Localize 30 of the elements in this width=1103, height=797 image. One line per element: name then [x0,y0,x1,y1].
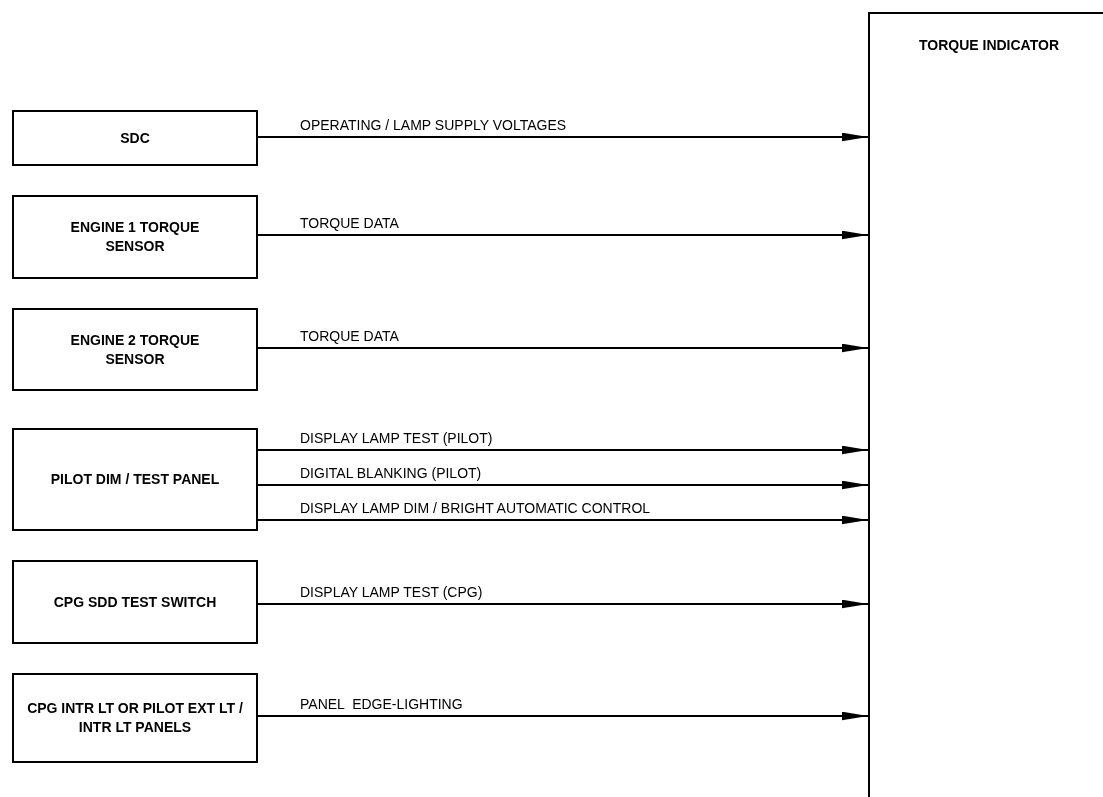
box-label: SDC [120,128,150,148]
arrow [257,480,869,490]
source-box [12,308,258,391]
edge-label: DISPLAY LAMP TEST (CPG) [300,584,483,600]
edge-label: OPERATING / LAMP SUPPLY VOLTAGES [300,117,567,133]
arrow [257,132,869,142]
arrow [257,445,869,455]
box-label: ENGINE 2 TORQUE SENSOR [69,330,201,369]
indicator-box [868,12,1103,797]
edge-label: PANEL EDGE-LIGHTING [300,696,463,712]
arrow [257,711,869,721]
box-label: ENGINE 1 TORQUE SENSOR [69,218,201,256]
box-label: CPG SDD TEST SWITCH [53,592,217,612]
arrow [257,343,869,353]
source-box [12,195,258,279]
source-box [12,673,258,763]
edge-label: TORQUE DATA [300,328,399,344]
edge-label: DIGITAL BLANKING (PILOT) [300,465,482,481]
edge-label: TORQUE DATA [300,215,399,231]
box-label: CPG INTR LT OR PILOT EXT LT / INTR LT PANELS [26,699,244,737]
box-label: PILOT DIM / TEST PANEL [50,470,220,489]
arrow [257,230,869,240]
source-box [12,560,258,644]
arrow [257,599,869,609]
source-box [12,428,258,531]
source-box [12,110,258,166]
edge-label: DISPLAY LAMP DIM / BRIGHT AUTOMATIC CONTROL [300,500,651,516]
box-label: TORQUE INDICATOR [919,36,1059,55]
arrow [257,515,869,525]
edge-label: DISPLAY LAMP TEST (PILOT) [300,430,493,446]
